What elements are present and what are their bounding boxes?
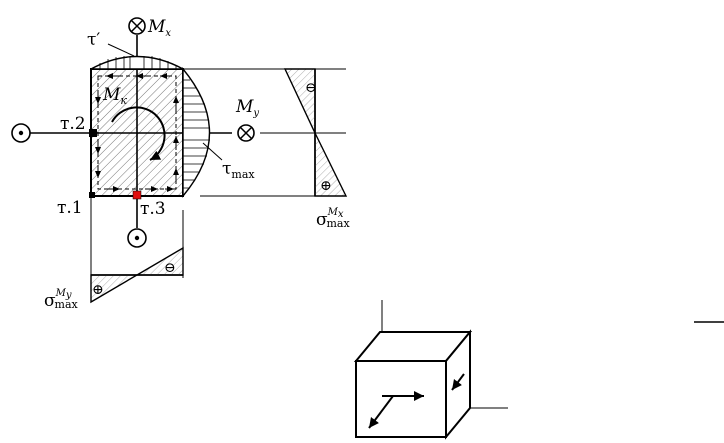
bottom-circle-dot-icon [127,228,147,248]
m-x-circle-cross-icon [128,17,146,35]
torque-arc [111,106,166,161]
point-2-marker [89,129,97,137]
sigma-my-plus-sign: ⊕ [92,282,104,298]
point-1-label: т.1 [57,198,83,218]
tau-max-leader [202,142,223,161]
sigma-my-minus-sign: ⊖ [164,260,176,276]
sigma-mx-plus-sign: ⊕ [320,178,332,194]
m-y-label: My [235,97,259,119]
tau-max-diagram [182,67,211,198]
cube-front-face [355,360,447,438]
point-3-marker [132,190,142,200]
m-k-label: Mк [102,85,127,107]
tau-prime-leader [107,43,135,57]
tau-prime-label: τ′ [87,30,100,50]
point-2-label: т.2 [60,114,86,134]
m-x-label: Mx [147,17,171,39]
sigma-my-diagram [90,196,184,304]
sigma-mx-diagram [183,68,348,197]
point-3-label: т.3 [140,199,166,219]
point-1-marker [89,192,95,198]
tau-prime-diagram [90,55,184,70]
shear-arrows [95,73,179,192]
side-shear-arrow [451,373,465,391]
left-circle-dot-icon [11,123,31,143]
tau-max-label: τmax [222,159,255,181]
m-y-circle-cross-icon [237,124,255,142]
stress-element-cube [353,329,473,440]
sigma-mx-minus-sign: ⊖ [305,80,317,96]
front-shear-arrow-diag [368,395,394,429]
